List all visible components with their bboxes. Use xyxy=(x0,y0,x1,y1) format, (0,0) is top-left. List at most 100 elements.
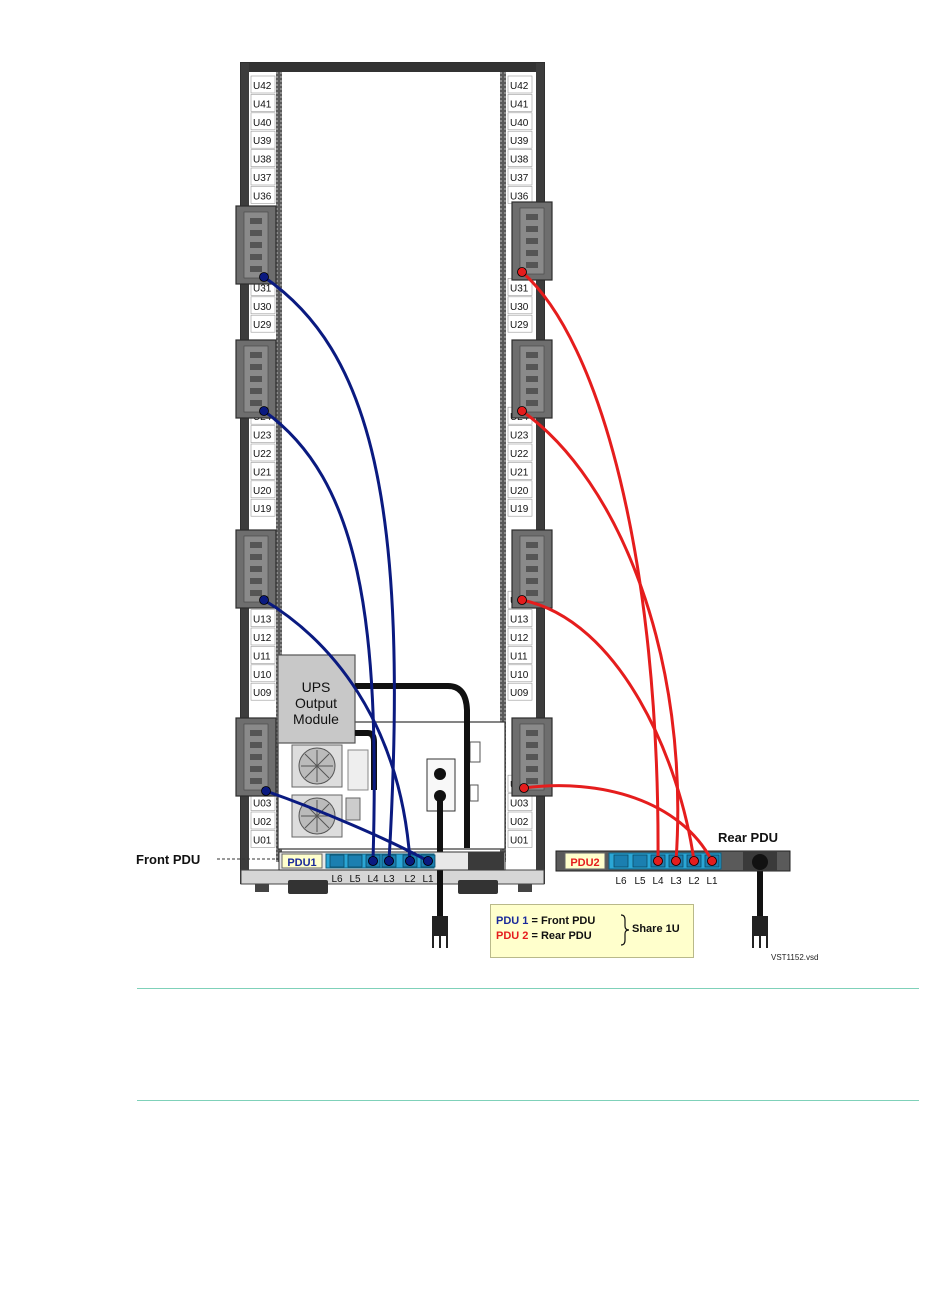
unit-label: U22 xyxy=(510,449,529,460)
ups-label-line3: Module xyxy=(293,711,339,727)
unit-cell xyxy=(507,498,533,517)
cable-connector xyxy=(405,856,415,866)
legend-box: PDU 1 = Front PDU PDU 2 = Rear PDU Share… xyxy=(490,904,694,958)
unit-cell xyxy=(507,314,533,333)
unit-label: U10 xyxy=(510,670,529,681)
plug-icon xyxy=(432,916,448,948)
unit-label: U03 xyxy=(510,799,529,810)
unit-label: U41 xyxy=(253,99,272,110)
unit-label: U10 xyxy=(253,670,272,681)
unit-label: U01 xyxy=(510,835,529,846)
outlet xyxy=(613,854,629,868)
unit-cell xyxy=(507,112,533,131)
unit-label: U38 xyxy=(253,155,272,166)
ups-label-line2: Output xyxy=(295,695,337,711)
unit-cell xyxy=(507,94,533,112)
cable-connector xyxy=(384,856,394,866)
unit-cell xyxy=(507,682,533,701)
outlet xyxy=(347,854,363,868)
unit-cell xyxy=(250,186,276,204)
unit-label: U30 xyxy=(253,302,272,313)
unit-label: U12 xyxy=(510,633,529,644)
outlet xyxy=(632,854,648,868)
cable-connector xyxy=(423,856,433,866)
unit-label: U39 xyxy=(253,136,272,147)
unit-label: U23 xyxy=(510,431,529,442)
unit-label: U19 xyxy=(253,504,272,515)
unit-label: U31 xyxy=(253,283,272,294)
legend-share: Share 1U xyxy=(632,923,680,935)
unit-label: U37 xyxy=(510,173,529,184)
cable-connector xyxy=(517,267,527,277)
unit-cell xyxy=(250,94,276,112)
unit-label: U37 xyxy=(253,173,272,184)
legend-row-pdu1: PDU 1 = Front PDU xyxy=(496,915,595,927)
power-cable xyxy=(263,275,396,862)
divider-bottom xyxy=(137,1100,919,1101)
ups-label-line1: UPS xyxy=(302,679,331,695)
outlet-label: L1 xyxy=(422,874,434,885)
unit-cell xyxy=(250,130,276,149)
unit-label: U09 xyxy=(510,688,529,699)
unit-cell xyxy=(250,425,276,443)
unit-cell xyxy=(250,609,276,627)
brace-icon xyxy=(620,914,630,946)
unit-label: U02 xyxy=(510,817,529,828)
unit-cell xyxy=(250,830,276,848)
unit-label: U40 xyxy=(253,118,272,129)
unit-cell xyxy=(507,75,533,94)
cable-connector xyxy=(259,595,269,605)
unit-label: U02 xyxy=(253,817,272,828)
outlet-label: L6 xyxy=(331,874,343,885)
unit-label: U11 xyxy=(510,651,528,662)
cable-connector xyxy=(259,272,269,282)
unit-cell xyxy=(250,167,276,186)
unit-label: U41 xyxy=(510,99,529,110)
unit-label: U40 xyxy=(510,118,529,129)
cable-connector xyxy=(261,786,271,796)
unit-cell xyxy=(507,443,533,462)
unit-cell xyxy=(250,627,276,646)
unit-label: U38 xyxy=(510,155,529,166)
unit-cell xyxy=(507,462,533,480)
power-cable xyxy=(521,270,660,862)
outlet-label: L2 xyxy=(404,874,416,885)
cable-connector xyxy=(517,406,527,416)
cable-connector xyxy=(259,406,269,416)
unit-label: U42 xyxy=(253,81,272,92)
unit-cell xyxy=(250,811,276,830)
power-cable xyxy=(263,409,376,862)
outlet-label: L3 xyxy=(670,876,682,887)
power-cable xyxy=(521,598,696,862)
front-pdu-callout: Front PDU xyxy=(136,852,201,867)
unit-cell xyxy=(250,314,276,333)
unit-label: U21 xyxy=(253,467,272,478)
unit-label: U13 xyxy=(510,615,529,626)
outlet-label: L3 xyxy=(383,874,395,885)
unit-label: U12 xyxy=(253,633,272,644)
vertical-pdu-modules xyxy=(235,201,553,797)
cable-connector xyxy=(519,783,529,793)
unit-cell xyxy=(507,167,533,186)
power-cable xyxy=(265,789,429,863)
unit-cell xyxy=(250,498,276,517)
unit-cell xyxy=(250,296,276,315)
unit-cell xyxy=(250,462,276,480)
unit-label: U22 xyxy=(253,449,272,460)
unit-cell xyxy=(507,646,533,664)
outlet xyxy=(329,854,345,868)
unit-label: U03 xyxy=(253,799,272,810)
unit-label: U09 xyxy=(253,688,272,699)
plug-icon xyxy=(752,916,768,948)
unit-label: U39 xyxy=(510,136,529,147)
outlet-label: L6 xyxy=(615,876,627,887)
cable-connector xyxy=(368,856,378,866)
legend-pdu1-label: PDU 1 xyxy=(496,915,529,927)
front-pdu-cables xyxy=(259,272,433,866)
unit-cell xyxy=(507,149,533,167)
fan-icon xyxy=(291,744,343,788)
unit-cell xyxy=(507,425,533,443)
outlet-label: L5 xyxy=(634,876,646,887)
